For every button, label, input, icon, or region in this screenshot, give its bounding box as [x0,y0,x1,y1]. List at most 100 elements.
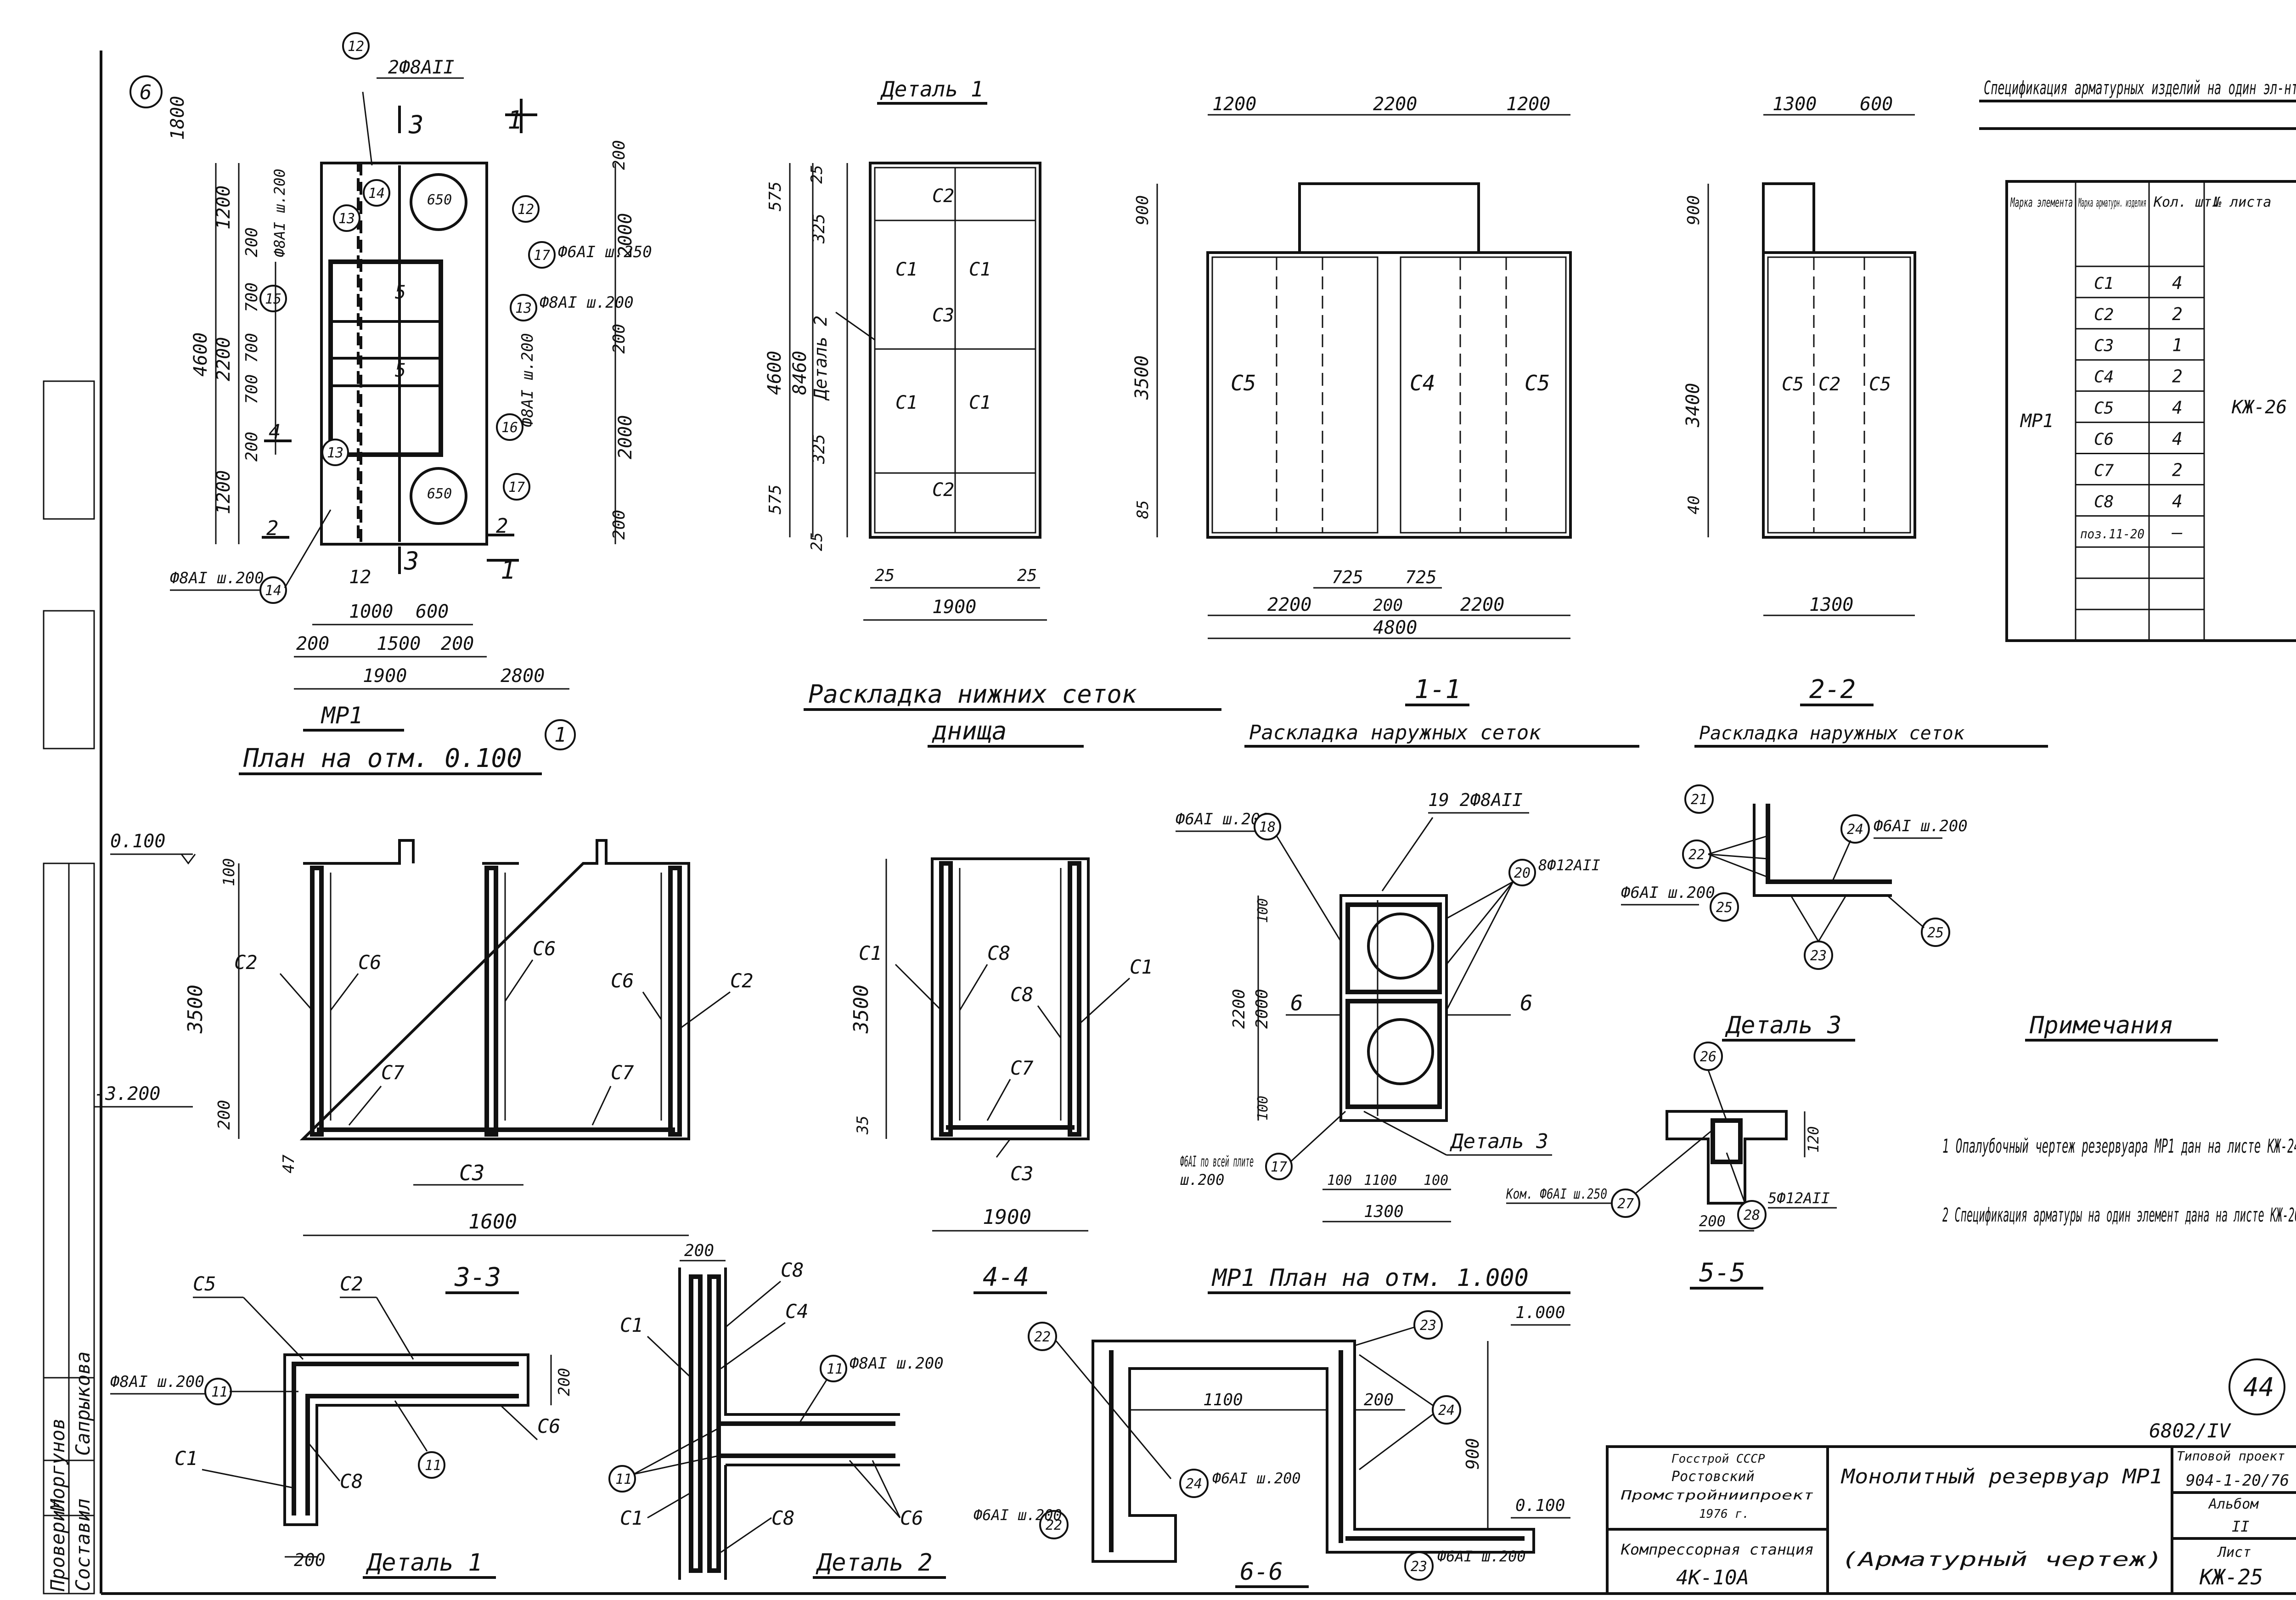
plan-dim-inner-200a: 200 [242,227,261,257]
ref-22-c-label: 22 [1046,1517,1062,1533]
d2-c8-b: С8 [771,1507,795,1529]
ref-13-a [333,204,360,232]
spec-element: МР1 [2020,411,2054,432]
stamp-album: II [2232,1518,2250,1535]
s22-net-c5-a: С5 [1782,374,1804,395]
ref-25-a-label: 25 [1716,900,1733,916]
plan-element: МР1 [321,702,363,729]
s11-dim-2200a: 2200 [1267,594,1311,615]
d1b-c5: С5 [193,1273,216,1295]
s11-dim-725a: 725 [1332,567,1363,587]
d1b-c1: С1 [174,1447,198,1470]
ref-16-label: 16 [501,420,518,436]
plan-title: План на отм. 0.100 [243,744,522,773]
s11-dim-left-3500: 3500 [1131,355,1153,400]
s11-dim-2200b: 2200 [1460,594,1504,615]
stamp-project: 904-1-20/76 [2186,1471,2289,1490]
ref-27 [1611,1189,1640,1218]
ref-24-b-label: 24 [1438,1403,1455,1419]
inventory-number: 6802/IV [2149,1420,2232,1442]
s22-dim-40: 40 [1685,496,1703,514]
ref-14-a-label: 14 [368,186,385,202]
plan-dim-inner-700a: 700 [242,282,261,312]
spec-row-qty: 4 [2172,491,2183,511]
spec-sheet-ref: КЖ-26 [2231,397,2287,418]
detail1-top-title: Деталь 1 [880,77,984,101]
stamp-sheet: КЖ-25 [2199,1565,2263,1589]
s11-dim-725b: 725 [1405,567,1437,587]
axis-6-marker [129,75,163,108]
section-4-4: С1 С8 С1 С8 С7 С3 3500 35 1900 4-4 [850,857,1153,1294]
s22-net-c5-b: С5 [1869,374,1891,395]
notes-item-2: 2 Спецификация арматуры на один элемент … [1942,1204,2296,1226]
stamp-subtitle: (Арматурный чертеж) [1841,1548,2163,1571]
plan-pipe-1: 650 [427,192,452,208]
s22-dim-900: 900 [1684,195,1703,225]
p1000-dim-w: 1100 [1203,1391,1243,1409]
ref-18 [1254,813,1281,840]
d1-dim-b: 325 [810,214,828,244]
notes-title: Примечания [2029,1012,2173,1039]
plan-bar-17: Ф6АI ш.250 [558,243,652,261]
d1b-c8: С8 [340,1470,363,1493]
ref-24-c-label: 24 [1186,1476,1202,1492]
s33-c6-a: С6 [358,951,382,974]
ref-25-a [1710,892,1739,922]
d3c-bar-a: Ф6АI ш.200 [1621,884,1715,902]
stamp-year: 1976 г. [1699,1507,1750,1521]
detail-3: Деталь 3 26 Ком. Ф6АI ш.250 27 28 5Ф12АI… [1506,1012,1855,1232]
ref-22-c [1039,1510,1069,1539]
axis-6-label: 6 [140,81,152,104]
ref-23-c [1404,1551,1434,1581]
plan-sec-1-top: 1 [507,106,523,135]
ref-11-d-label: 11 [615,1471,632,1487]
plan-dim-left-total: 4600 [190,332,211,377]
page-number: 44 [2243,1373,2274,1403]
spec-row-qty: — [2172,522,2183,542]
p1000-bar-b: Ф6АI ш.200 [974,1506,1062,1524]
ref-14-a [363,179,390,207]
ref-17-c-label: 17 [1271,1159,1287,1175]
s44-c3: С3 [1010,1162,1034,1185]
ref-12-a [342,32,370,60]
s55-label-bot2: ш.200 [1180,1171,1224,1189]
layout-bottom-title-1: Раскладка нижних сеток [808,680,1137,709]
spec-row-mark: С4 [2094,368,2114,387]
ref-11-c-label: 11 [827,1361,843,1377]
detail-1-bottom: С5 С2 С6 С1 С8 Ф8АI ш.200 11 11 200 200 … [110,1262,574,1579]
spec-row-mark: С3 [2094,337,2114,355]
d1b-c6: С6 [537,1415,561,1437]
d1-dim-e: 25 [808,165,826,184]
ref-23-c-label: 23 [1411,1559,1427,1575]
s11-subtitle: Раскладка наружных сеток [1249,721,1541,744]
plan-sec-1-bot: 1 [501,556,516,585]
d2-bar: Ф8АI ш.200 [850,1354,944,1373]
plan-bar-16: Ф8АI ш.200 [518,333,537,427]
ref-14-b-label: 14 [265,583,281,599]
spec-row-qty: 2 [2172,460,2183,480]
s22-dim-600: 600 [1860,94,1893,115]
spec-row-mark: С2 [2094,305,2114,324]
s11-net-c5-b: С5 [1525,371,1550,395]
notes: Примечания 1 Опалубочный чертеж резервуа… [1942,1012,2296,1226]
spec-table: Спецификация арматурных изделий на один … [1979,78,2296,642]
stamp-title: Монолитный резервуар МР1 [1840,1465,2163,1488]
s44-dim-w: 1900 [983,1206,1031,1229]
s44-c1-b: С1 [1130,956,1153,978]
net-c1-a: С1 [895,259,917,280]
spec-row-mark: С1 [2094,274,2114,293]
plan-dim-right-200b: 200 [610,324,629,354]
d1b-dim-h: 200 [555,1368,574,1396]
plan-dim-bottom-600: 600 [416,601,449,622]
d1b-bar: Ф8АI ш.200 [110,1373,204,1391]
ref-17-a-label: 17 [534,248,550,264]
s11-dim-left-900: 900 [1133,195,1152,225]
s55-sec-right: 6 [1520,991,1533,1015]
stamp-sheet-label: Лист [2217,1544,2251,1561]
ref-23-b [1413,1310,1443,1340]
s55-dim-top: 100 [1255,898,1271,923]
stamp-org-3: Промстройниипроект [1621,1487,1814,1503]
s33-c6-b: С6 [533,937,556,960]
spec-h-4: № листа [2212,194,2271,210]
ref-12-b-label: 12 [518,202,534,218]
